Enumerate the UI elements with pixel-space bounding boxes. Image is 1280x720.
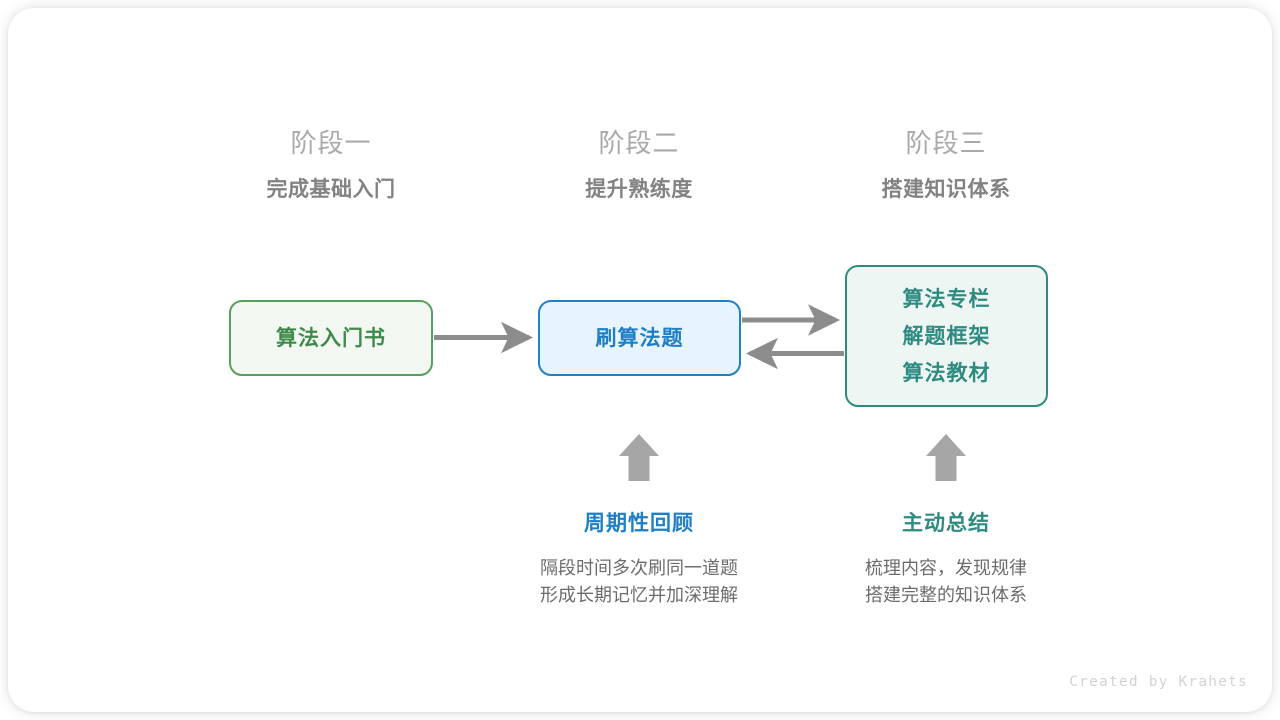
stage-index-label-2: 阶段二 (598, 128, 680, 158)
node-practice-line-1: 刷算法题 (595, 326, 684, 350)
stage-header-1: 阶段一 完成基础入门 (201, 126, 461, 204)
note-review-desc-line-1: 隔段时间多次刷同一道题 (540, 558, 738, 578)
node-knowledge-line-2: 解题框架 (902, 324, 991, 348)
stage-index-label-1: 阶段一 (290, 128, 372, 158)
stage-subtitle-1: 完成基础入门 (266, 178, 396, 201)
note-periodic-review: 周期性回顾 隔段时间多次刷同一道题 形成长期记忆并加深理解 (489, 509, 789, 609)
up-arrow-icon-review (619, 434, 659, 481)
note-review-desc-line-2: 形成长期记忆并加深理解 (540, 585, 738, 605)
node-knowledge-line-3: 算法教材 (902, 361, 991, 385)
node-knowledge-system[interactable]: 算法专栏 解题框架 算法教材 (845, 265, 1048, 407)
stage-index-label-3: 阶段三 (905, 128, 987, 158)
node-algorithm-intro-book[interactable]: 算法入门书 (229, 300, 433, 376)
node-practice-problems[interactable]: 刷算法题 (538, 300, 741, 376)
node-knowledge-line-1: 算法专栏 (902, 287, 991, 311)
note-active-summary: 主动总结 梳理内容，发现规律 搭建完整的知识体系 (796, 509, 1096, 609)
footer-credit: Created by Krahets (1069, 674, 1248, 690)
up-arrow-icon-summary (926, 434, 966, 481)
note-summary-desc-line-1: 梳理内容，发现规律 (865, 558, 1027, 578)
stage-header-2: 阶段二 提升熟练度 (509, 126, 769, 204)
note-summary-title: 主动总结 (902, 512, 990, 535)
stage-subtitle-2: 提升熟练度 (585, 178, 693, 201)
node-book-line-1: 算法入门书 (276, 326, 386, 350)
stage-header-3: 阶段三 搭建知识体系 (816, 126, 1076, 204)
note-review-title: 周期性回顾 (584, 512, 694, 535)
stage-subtitle-3: 搭建知识体系 (881, 178, 1011, 201)
note-summary-desc-line-2: 搭建完整的知识体系 (865, 585, 1027, 605)
